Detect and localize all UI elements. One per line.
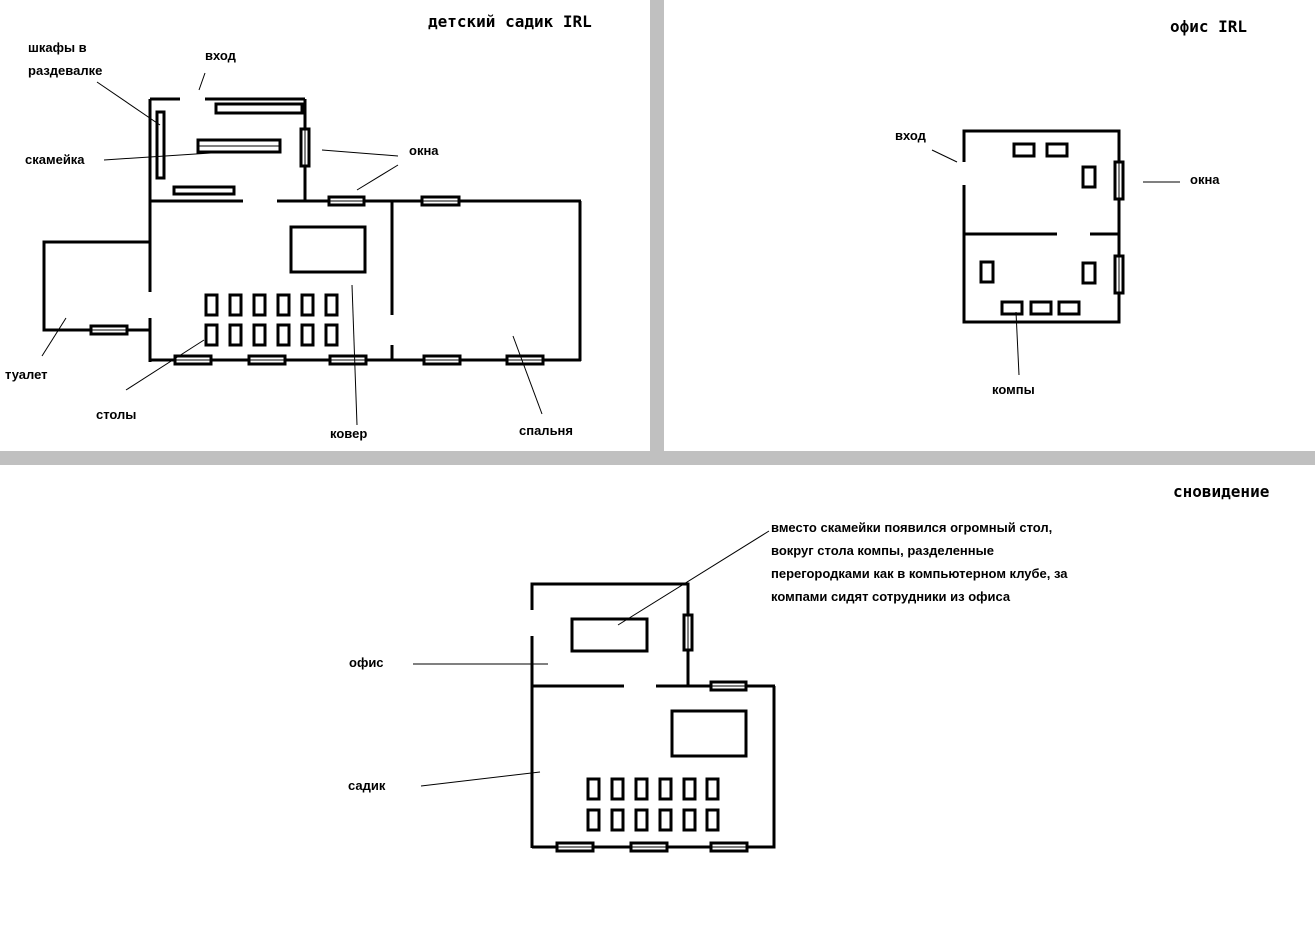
note-line: вокруг стола компы, разделенные [771,543,994,558]
note-line: перегородками как в компьютерном клубе, … [771,566,1068,581]
office-entrance-label: вход [895,128,926,143]
leader-lines [41,72,543,426]
windows [1113,160,1125,295]
kindergarten-title: детский садик IRL [428,12,592,31]
leader-lines [931,149,1180,376]
bench-label: скамейка [25,152,85,167]
lockers [155,102,304,196]
computers-label: компы [992,382,1035,397]
office-windows-label: окна [1190,172,1220,187]
office-plan [931,129,1180,376]
vertical-divider [650,0,664,451]
carpet [670,709,748,758]
windows [555,613,749,853]
dream-plan [413,530,776,853]
lockers-label: шкафы в раздевалке [28,40,103,78]
kindergarten-plan [41,72,582,426]
bedroom-label: спальня [519,423,573,438]
toilet-label: туалет [5,367,48,382]
tables [204,293,339,347]
dream-title: сновидение [1173,482,1270,501]
carpet-label: ковер [330,426,368,441]
dream-note: вместо скамейки появился огромный стол, … [771,516,1068,608]
note-line: вместо скамейки появился огромный стол, [771,520,1053,535]
windows [89,127,545,366]
tables [586,777,720,832]
windows-label: окна [409,143,439,158]
tables-label: столы [96,407,137,422]
dream-office-label: офис [349,655,384,670]
leader-lines [413,530,770,787]
huge-table [570,617,649,653]
office-title: офис IRL [1170,17,1248,36]
dream-kindergarten-label: садик [348,778,386,793]
note-line: компами сидят сотрудники из офиса [771,589,1011,604]
bench [196,138,282,154]
horizontal-divider [0,451,1315,465]
carpet [289,225,367,274]
computers [979,142,1097,316]
entrance-label: вход [205,48,236,63]
